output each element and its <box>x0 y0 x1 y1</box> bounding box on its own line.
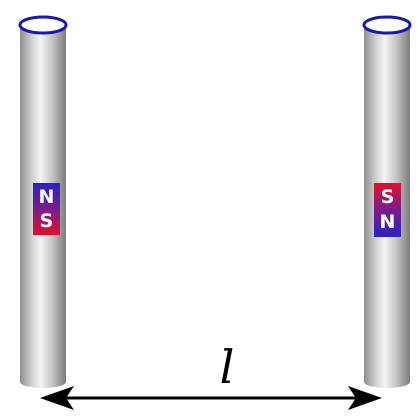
arrowhead-left-icon <box>40 386 74 410</box>
left-tube-top-rim <box>18 15 68 35</box>
arrowhead-right-icon <box>348 386 382 410</box>
right-tube-top-rim <box>362 15 412 35</box>
distance-label: l <box>220 340 235 394</box>
right-tube: S N <box>362 15 412 388</box>
left-magnet-bottom-pole: S <box>40 210 54 232</box>
right-tube-bottom <box>364 376 410 388</box>
left-magnet-body <box>33 183 60 235</box>
right-magnet-bottom-pole: N <box>380 211 396 233</box>
left-magnet: N S <box>33 183 60 235</box>
left-tube-bottom <box>20 376 66 388</box>
right-magnet: S N <box>374 183 401 237</box>
distance-arrow <box>40 386 382 410</box>
left-tube: N S <box>18 15 68 388</box>
right-magnet-body <box>374 183 401 237</box>
right-magnet-top-pole: S <box>381 186 395 208</box>
left-magnet-top-pole: N <box>39 186 55 208</box>
